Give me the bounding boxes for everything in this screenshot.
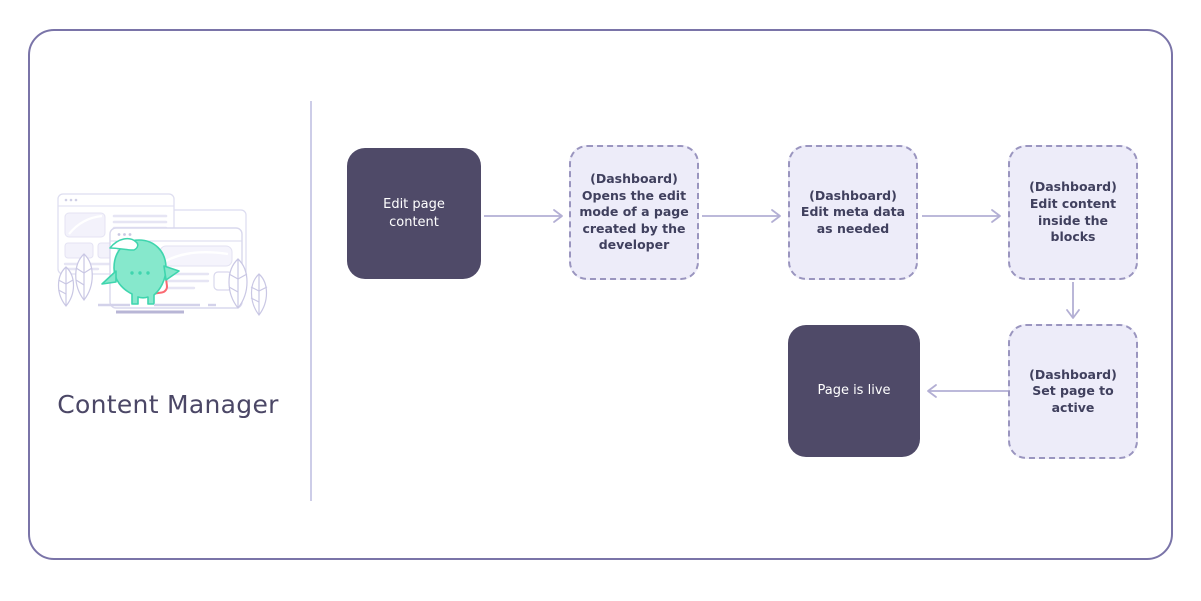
flow-node-label: (Dashboard) Set page to active: [1029, 366, 1117, 415]
content-manager-illustration: [42, 188, 294, 363]
flow-node-label: (Dashboard) Edit meta data as needed: [800, 187, 906, 236]
mascot: [101, 237, 180, 305]
flow-node-label: (Dashboard) Edit content inside the bloc…: [1029, 179, 1117, 245]
flow-node-opens-edit-mode[interactable]: (Dashboard) Opens the edit mode of a pag…: [569, 145, 699, 280]
flow-arrow-1: [484, 206, 568, 226]
flow-node-edit-meta-data[interactable]: (Dashboard) Edit meta data as needed: [788, 145, 918, 280]
flow-arrow-5: [922, 381, 1010, 401]
flow-arrow-3: [922, 206, 1006, 226]
page-title: Content Manager: [57, 390, 279, 419]
panel-divider: [310, 101, 312, 501]
flow-node-edit-page-content[interactable]: Edit page content: [347, 148, 481, 279]
flow-arrow-4: [1063, 282, 1083, 322]
flow-node-set-page-active[interactable]: (Dashboard) Set page to active: [1008, 324, 1138, 459]
flow-node-label: (Dashboard) Opens the edit mode of a pag…: [579, 170, 689, 253]
flow-node-label: Page is live: [817, 383, 891, 399]
flow-node-page-is-live[interactable]: Page is live: [788, 325, 920, 457]
flow-node-edit-content-blocks[interactable]: (Dashboard) Edit content inside the bloc…: [1008, 145, 1138, 280]
flow-node-label: Edit page content: [383, 197, 445, 230]
flow-arrow-2: [702, 206, 786, 226]
left-panel: Content Manager: [28, 150, 308, 450]
plant-left: [57, 253, 93, 307]
ground-lines: [98, 303, 216, 314]
plant-right: [228, 258, 268, 316]
